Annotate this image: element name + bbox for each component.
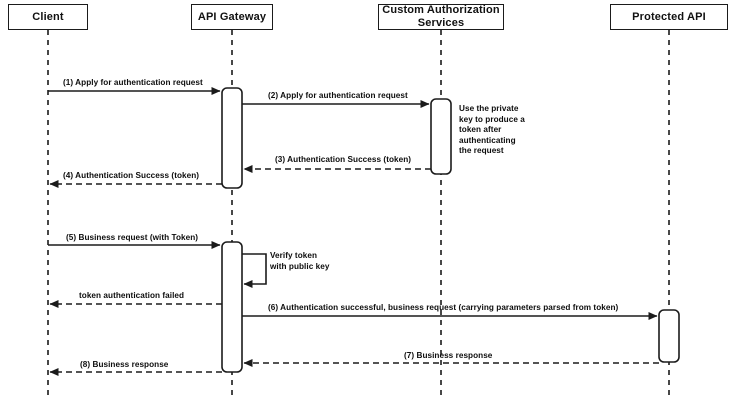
note-private-key-line-3: token after — [459, 125, 502, 135]
note-private-key-line-4: authenticating — [459, 135, 516, 145]
participant-api-gateway[interactable]: API Gateway — [191, 4, 273, 30]
participant-client[interactable]: Client — [8, 4, 88, 30]
message-label-2: (2) Apply for authentication request — [268, 91, 408, 100]
message-label-4: (4) Authentication Success (token) — [63, 171, 200, 180]
note-verify-token-line-2: with public key — [270, 261, 330, 271]
participant-label-api-gateway: API Gateway — [197, 10, 267, 23]
activation-api-gateway-business — [221, 241, 243, 373]
message-label-8: (8) Business response — [80, 360, 169, 369]
note-private-key-line-5: the request — [459, 146, 504, 156]
participant-label-client: Client — [32, 10, 64, 23]
activation-bars — [221, 87, 680, 373]
participant-custom-authorization-services[interactable]: Custom Authorization Services — [378, 4, 504, 30]
note-private-key-line-2: key to produce a — [459, 114, 525, 124]
activation-custom-authorization-services — [430, 98, 452, 175]
message-label-token-authentication-failed: token authentication failed — [79, 291, 185, 300]
message-label-6: (6) Authentication successful, business … — [268, 303, 619, 312]
message-arrow-self-verify — [242, 253, 267, 288]
message-label-5: (5) Business request (with Token) — [66, 233, 199, 242]
message-label-1: (1) Apply for authentication request — [63, 78, 203, 87]
note-verify-token-line-1: Verify token — [270, 251, 318, 260]
message-label-3: (3) Authentication Success (token) — [275, 155, 412, 164]
note-verify-token: Verify token with public key — [270, 251, 350, 272]
message-label-7: (7) Business response — [404, 351, 493, 360]
participant-label-protected-api: Protected API — [632, 10, 706, 23]
message-arrows — [48, 87, 659, 376]
note-private-key-line-1: Use the private — [459, 104, 519, 113]
participant-protected-api[interactable]: Protected API — [610, 4, 728, 30]
participant-label-custom-authorization-services: Custom Authorization Services — [382, 4, 500, 29]
activation-api-gateway-auth — [221, 87, 243, 189]
note-private-key: Use the private key to produce a token a… — [459, 104, 539, 157]
activation-protected-api — [658, 309, 680, 363]
